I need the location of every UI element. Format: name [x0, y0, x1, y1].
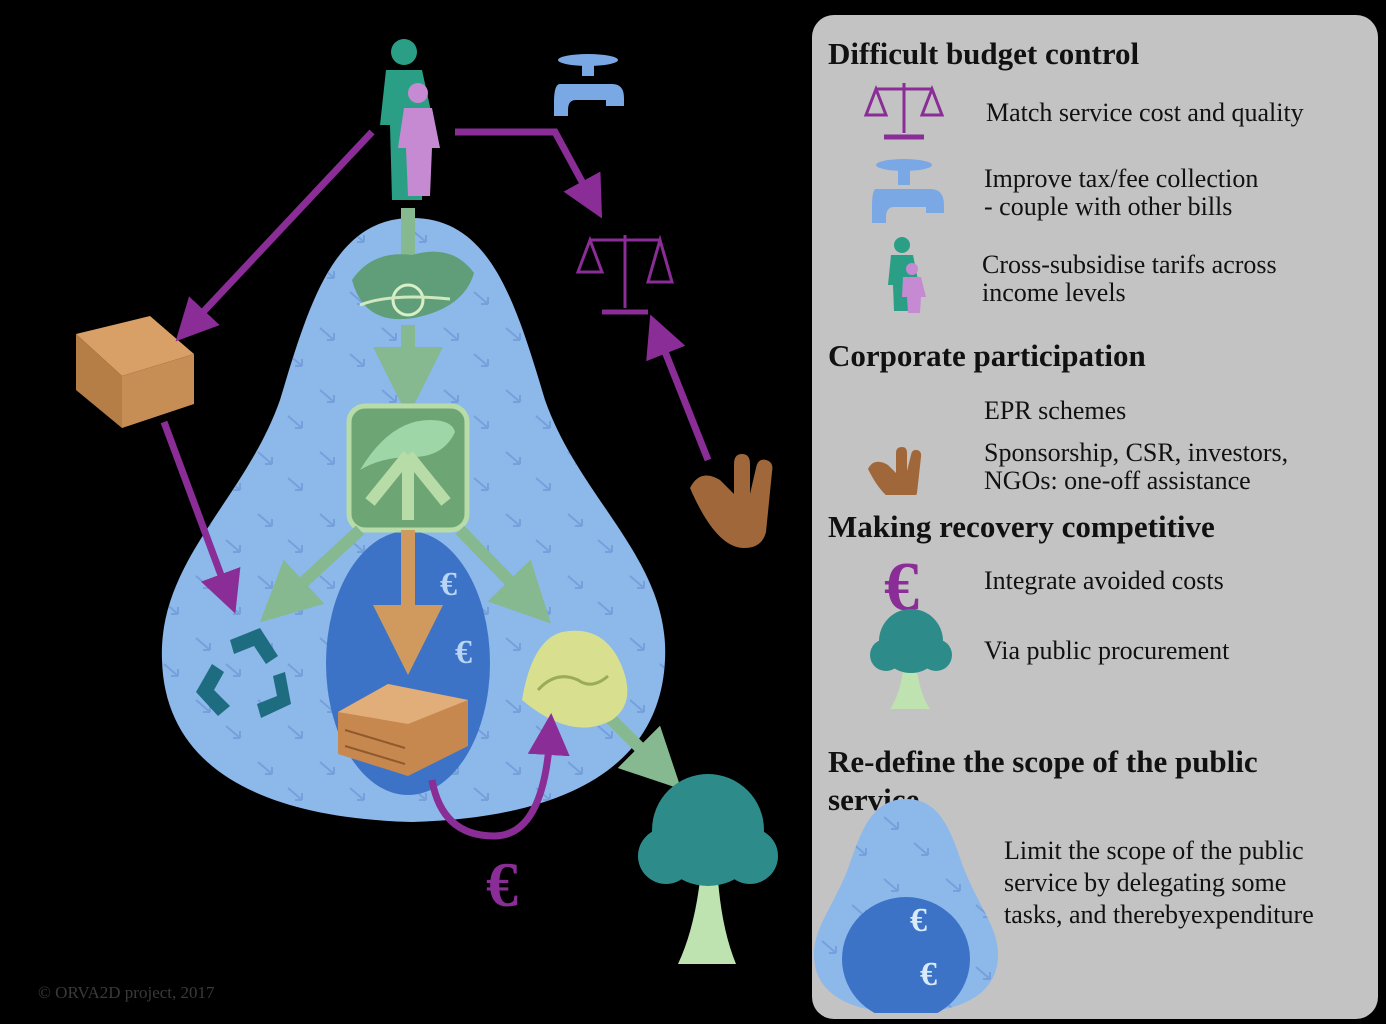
sorting-icon: [346, 403, 470, 533]
legend-item-match-cost: Match service cost and quality: [986, 98, 1304, 127]
euro-symbol: €: [440, 566, 457, 603]
split-flow-arrows: [259, 525, 682, 790]
collection-cart-icon: [352, 251, 474, 320]
hand-icon: [868, 447, 922, 495]
payment-arrows: [160, 128, 712, 840]
water-tap-icon: [872, 159, 944, 223]
scales-icon: [575, 234, 674, 315]
euro-symbol: €: [455, 634, 472, 671]
waste-service-diagram: € €: [76, 39, 778, 964]
section-title-budget: Difficult budget control: [828, 36, 1140, 71]
section-title-recovery: Making recovery competitive: [828, 509, 1215, 544]
water-tap-icon: [554, 54, 624, 116]
legend-item-cross-subsidise: Cross-subsidise tarifs across income lev…: [982, 250, 1277, 307]
family-icon: [380, 39, 440, 200]
hand-icon: [690, 454, 773, 548]
box-icon: [76, 316, 194, 428]
legend-panel: Difficult budget control Match service c…: [812, 15, 1378, 1019]
public-service-drop-icon: € €: [814, 799, 998, 1013]
legend-item-limit-scope: Limit the scope of the public service by…: [1004, 836, 1314, 929]
legend-item-tax-collection: Improve tax/fee collection - couple with…: [984, 164, 1259, 221]
scales-icon: [864, 83, 944, 140]
family-icon: [888, 237, 926, 313]
euro-symbol: €: [920, 956, 937, 993]
tree-icon: [638, 774, 778, 964]
euro-symbol: €: [486, 849, 518, 920]
euro-symbol: €: [910, 902, 927, 939]
legend-item-sponsorship: Sponsorship, CSR, investors, NGOs: one-o…: [984, 438, 1289, 495]
legend-item-procurement: Via public procurement: [984, 636, 1230, 665]
copyright-notice: © ORVA2D project, 2017: [38, 983, 215, 1002]
compost-icon: [522, 630, 628, 728]
recycle-icon: [196, 628, 291, 718]
legend-item-avoided-costs: Integrate avoided costs: [984, 566, 1224, 595]
landfill-icon: [338, 684, 468, 776]
legend-item-epr: EPR schemes: [984, 396, 1127, 425]
tree-icon: [870, 609, 952, 709]
section-title-corporate: Corporate participation: [828, 338, 1146, 373]
